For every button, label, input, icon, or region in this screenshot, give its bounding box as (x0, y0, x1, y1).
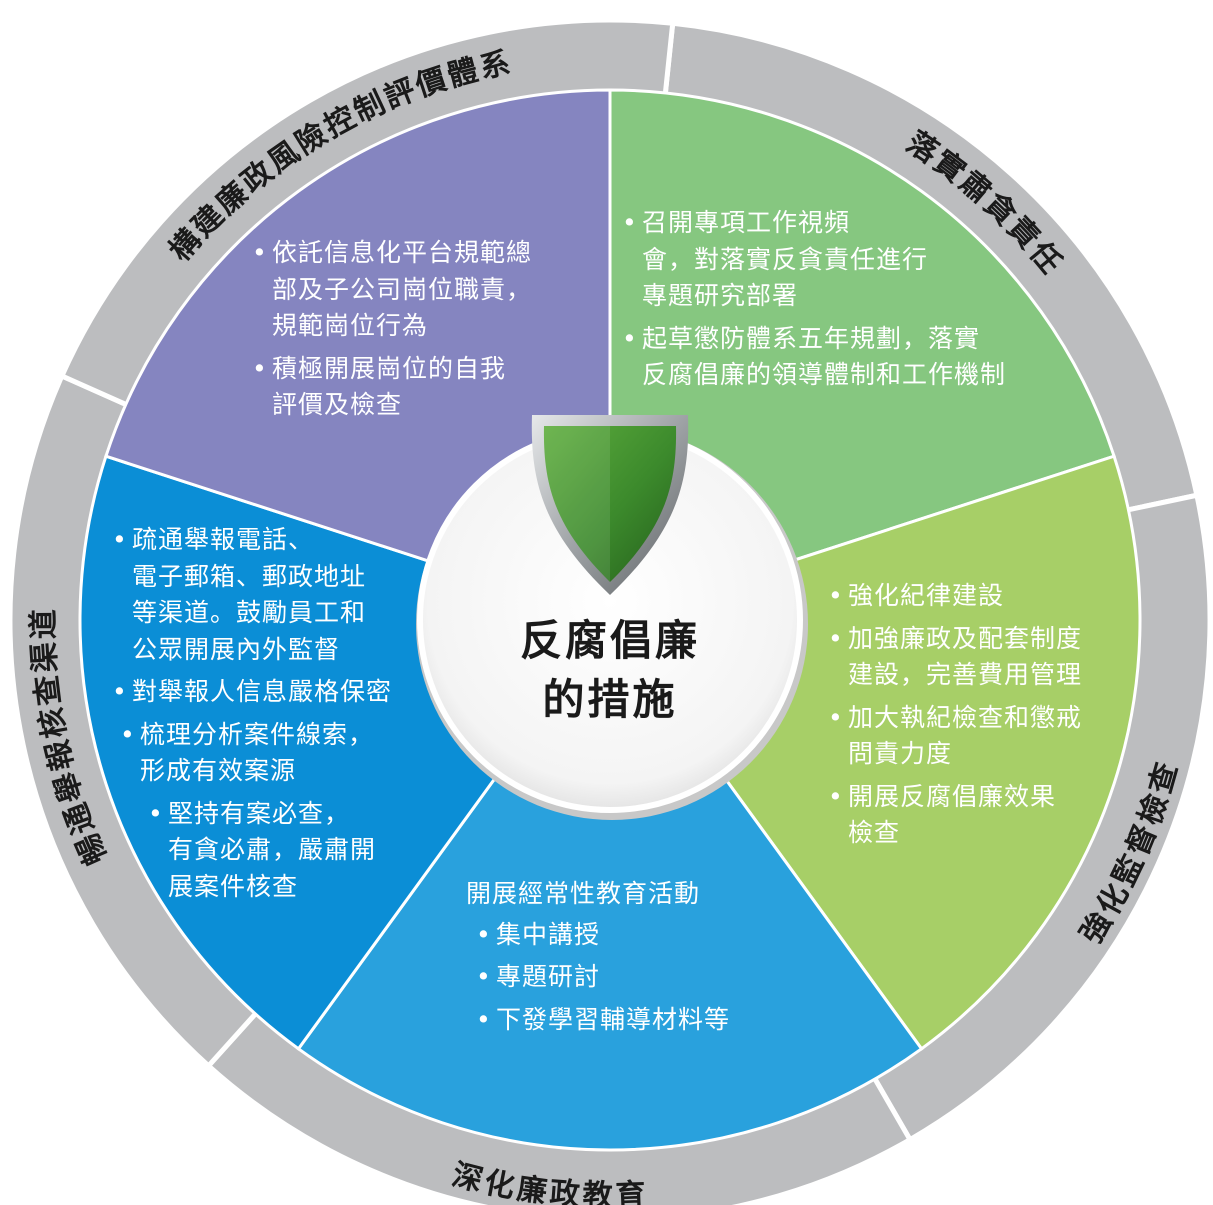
list-item: 依託信息化平台規範總 部及子公司崗位職責， 規範崗位行為 (252, 235, 582, 345)
segment-education-intro: 開展經常性教育活動 (466, 879, 701, 908)
list-item: 加大執紀檢查和懲戒 問責力度 (828, 700, 1128, 773)
shield-icon (531, 415, 689, 595)
center-title-line2: 的措施 (542, 674, 678, 724)
list-item: 對舉報人信息嚴格保密 (112, 674, 432, 711)
segment-supervision-text: 強化紀律建設 加強廉政及配套制度 建設，完善費用管理 加大執紀檢查和懲戒 問責力… (828, 578, 1128, 858)
list-item: 召開專項工作視頻 會，對落實反貪責任進行 專題研究部署 (622, 205, 1082, 315)
segment-reporting-text: 疏通舉報電話、 電子郵箱、郵政地址 等渠道。鼓勵員工和 公眾開展內外監督 對舉報… (112, 522, 432, 911)
segment-education-text: 開展經常性教育活動 集中講授 專題研討 下發學習輔導材料等 (466, 876, 786, 1044)
segment-risk-control-text: 依託信息化平台規範總 部及子公司崗位職責， 規範崗位行為 積極開展崗位的自我 評… (252, 235, 582, 430)
list-item: 積極開展崗位的自我 評價及檢查 (252, 351, 582, 424)
list-item: 疏通舉報電話、 電子郵箱、郵政地址 等渠道。鼓勵員工和 公眾開展內外監督 (112, 522, 432, 668)
list-item: 專題研討 (476, 959, 786, 996)
list-item: 堅持有案必查， 有貪必肅，嚴肅開 展案件核查 (148, 796, 432, 906)
center-title: 反腐倡廉 的措施 (470, 612, 750, 730)
center-title-line1: 反腐倡廉 (519, 616, 700, 665)
list-item: 起草懲防體系五年規劃，落實 反腐倡廉的領導體制和工作機制 (622, 321, 1082, 394)
list-item: 下發學習輔導材料等 (476, 1002, 786, 1039)
list-item: 加強廉政及配套制度 建設，完善費用管理 (828, 621, 1128, 694)
list-item: 集中講授 (476, 917, 786, 954)
list-item: 梳理分析案件線索， 形成有效案源 (120, 717, 432, 790)
list-item: 強化紀律建設 (828, 578, 1128, 615)
list-item: 開展反腐倡廉效果 檢查 (828, 779, 1128, 852)
segment-responsibility-text: 召開專項工作視頻 會，對落實反貪責任進行 專題研究部署 起草懲防體系五年規劃，落… (622, 205, 1082, 400)
